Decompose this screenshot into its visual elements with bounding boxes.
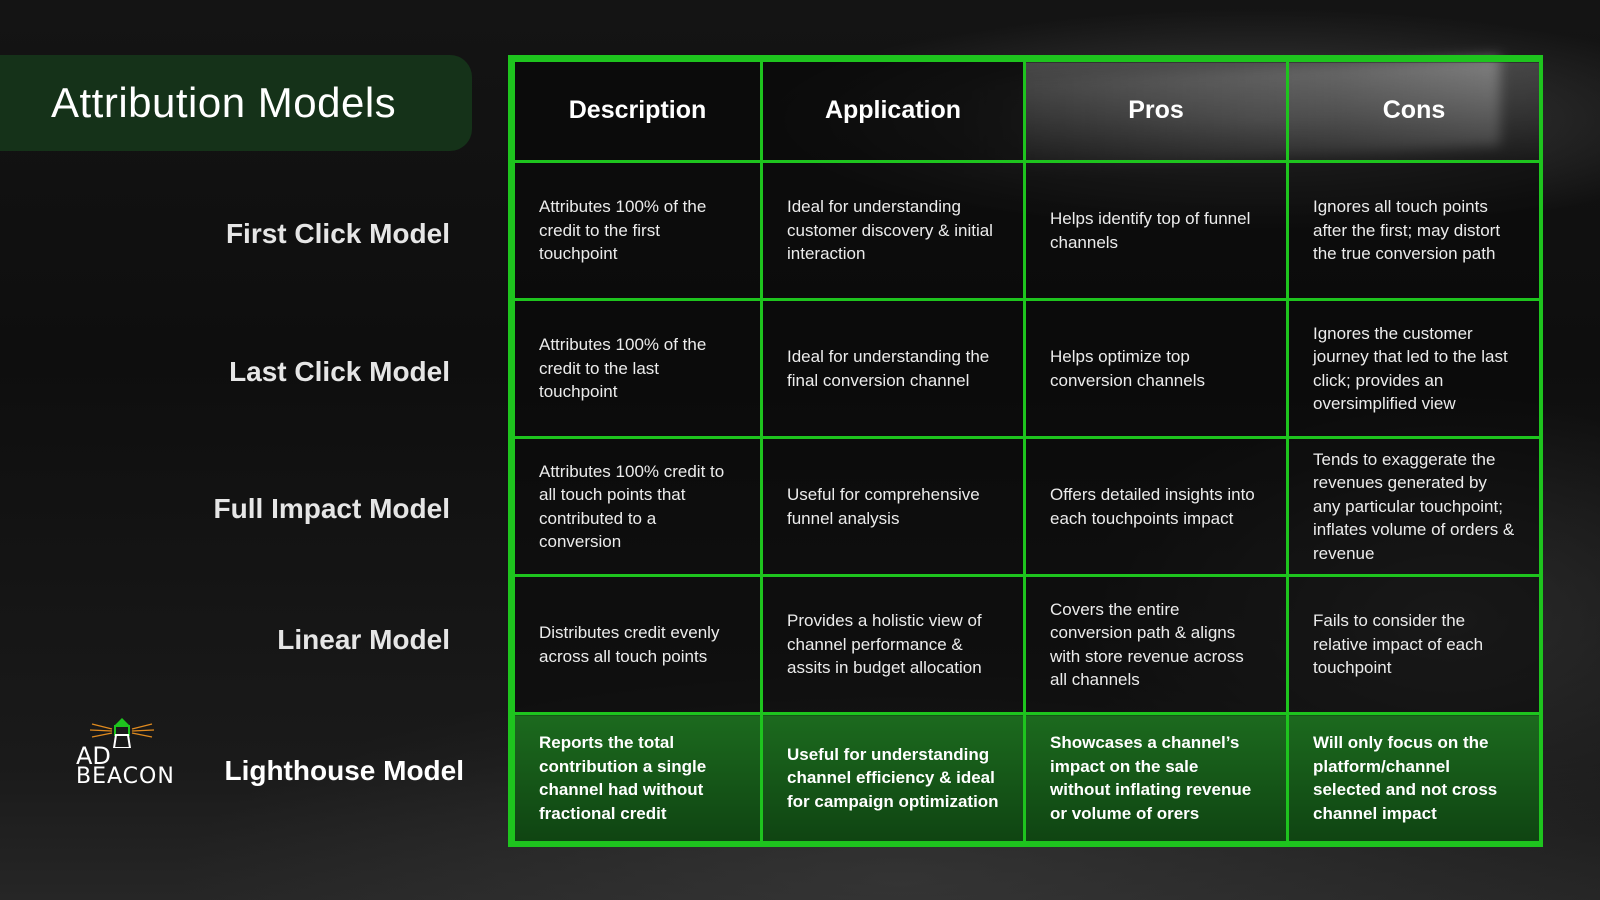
row-label-lighthouse: Lighthouse Model bbox=[224, 755, 464, 786]
header-pros: Pros bbox=[1023, 59, 1289, 163]
lighthouse-icon bbox=[89, 718, 155, 748]
header-row: Description Application Pros Cons bbox=[512, 59, 1542, 163]
cell-cons: Will only focus on the platform/channel … bbox=[1286, 712, 1542, 844]
header-description: Description bbox=[512, 59, 763, 163]
cell-pros: Helps identify top of funnel channels bbox=[1023, 160, 1289, 301]
row-label-first-click: First Click Model bbox=[225, 218, 450, 249]
header-cons: Cons bbox=[1286, 59, 1542, 163]
cell-pros: Showcases a channel’s impact on the sale… bbox=[1023, 712, 1289, 844]
title-banner: Attribution Models bbox=[0, 55, 472, 151]
table-row: Attributes 100% of the credit to the las… bbox=[512, 298, 1542, 439]
cell-description: Distributes credit evenly across all tou… bbox=[512, 574, 763, 715]
cell-cons: Ignores the customer journey that led to… bbox=[1286, 298, 1542, 439]
cell-application: Ideal for understanding the final conver… bbox=[760, 298, 1026, 439]
row-label-last-click: Last Click Model bbox=[229, 356, 450, 387]
cell-application: Ideal for understanding customer discove… bbox=[760, 160, 1026, 301]
comparison-grid: Description Application Pros Cons Attrib… bbox=[512, 59, 1542, 844]
ad-beacon-logo: AD BEACON bbox=[76, 718, 198, 788]
page-title: Attribution Models bbox=[51, 79, 397, 126]
cell-description: Reports the total contribution a single … bbox=[512, 712, 763, 844]
table-row: Attributes 100% of the credit to the fir… bbox=[512, 160, 1542, 301]
logo-text-beacon: BEACON bbox=[76, 764, 175, 789]
cell-pros: Helps optimize top conversion channels bbox=[1023, 298, 1289, 439]
cell-application: Useful for comprehensive funnel analysis bbox=[760, 436, 1026, 577]
cell-cons: Fails to consider the relative impact of… bbox=[1286, 574, 1542, 715]
cell-description: Attributes 100% credit to all touch poin… bbox=[512, 436, 763, 577]
cell-cons: Ignores all touch points after the first… bbox=[1286, 160, 1542, 301]
cell-pros: Offers detailed insights into each touch… bbox=[1023, 436, 1289, 577]
logo-text-ad: AD bbox=[76, 742, 111, 770]
cell-application: Provides a holistic view of channel perf… bbox=[760, 574, 1026, 715]
header-application: Application bbox=[760, 59, 1026, 163]
cell-description: Attributes 100% of the credit to the las… bbox=[512, 298, 763, 439]
cell-cons: Tends to exaggerate the revenues generat… bbox=[1286, 436, 1542, 577]
cell-application: Useful for understanding channel efficie… bbox=[760, 712, 1026, 844]
cell-pros: Covers the entire conversion path & alig… bbox=[1023, 574, 1289, 715]
row-label-linear: Linear Model bbox=[277, 624, 450, 655]
row-label-full-impact: Full Impact Model bbox=[213, 493, 450, 524]
table-row: Attributes 100% credit to all touch poin… bbox=[512, 436, 1542, 577]
attribution-table: Description Application Pros Cons Attrib… bbox=[508, 55, 1543, 847]
table-row: Distributes credit evenly across all tou… bbox=[512, 574, 1542, 715]
cell-description: Attributes 100% of the credit to the fir… bbox=[512, 160, 763, 301]
table-row-highlight: Reports the total contribution a single … bbox=[512, 712, 1542, 844]
